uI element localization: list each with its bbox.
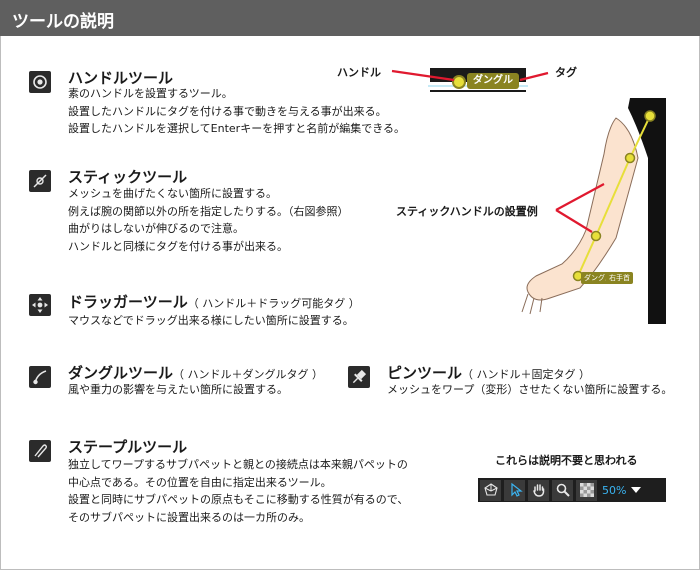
staple-desc-line: 設置と同時にサブパペットの原点もそこに移動する性質が有るので、 [68,493,409,506]
dragger-tool-description: マウスなどでドラッグ出来る様にしたい箇所に設置する。 [68,312,354,330]
handle-callout-label: ハンドル [337,66,381,79]
3d-rotate-icon [483,483,498,496]
dragger-move-icon [29,294,51,316]
zoom-button[interactable] [552,479,573,501]
zoom-icon [556,483,570,497]
pin-tool-description: メッシュをワープ（変形）させたくない箇所に設置する。 [387,381,672,399]
dangle-tool-note: （ ハンドル＋ダングルタグ ） [173,368,324,381]
stick-tool-description: メッシュを曲げたくない箇所に設置する。 例えば腕の関節以外の所を指定したりする。… [68,185,349,255]
stick-desc-line: 例えば腕の関節以外の所を指定したりする。（右図参照） [68,204,349,218]
handle-desc-line: 設置したハンドルを選択してEnterキーを押すと名前が編集できる。 [68,122,405,135]
handle-tool-title: ハンドルツール [68,69,174,87]
toolbar-caption: これらは説明不要と思われる [495,454,638,467]
handle-circle-icon [29,71,51,93]
arm-tag-chip-2: 右手首 [606,272,633,284]
staple-tool-icon [29,440,51,462]
staple-tool-description: 独立してワープするサブパペットと親との接続点は本来親パペットの 中心点である。そ… [68,456,408,526]
staple-desc-line: 独立してワープするサブパペットと親との接続点は本来親パペットの [68,458,408,471]
hand-button[interactable] [528,479,549,501]
pin-tool-title: ピンツール（ ハンドル＋固定タグ ） [387,362,590,383]
pointer-arrow-icon [510,482,523,497]
stick-tool-icon [29,170,51,192]
arm-stick-illustration [520,98,666,324]
dangle-tool-description: 風や重力の影響を与えたい箇所に設置する。 [68,381,288,399]
hand-icon [532,484,544,497]
staple-desc-line: そのサブパペットに設置出来るのは一カ所のみ。 [68,510,310,524]
3d-rotate-button[interactable] [480,479,501,501]
zoom-level[interactable]: 50% [602,483,627,497]
stick-desc-line: ハンドルと同様にタグを付ける事が出来る。 [68,239,288,253]
callout-lines-top [391,69,549,82]
stick-tool-title: スティックツール [68,168,188,186]
handle-tool-description: 素のハンドルを設置するツール。 設置したハンドルにタグを付ける事で動きを与える事… [68,85,405,138]
tag-callout-label: タグ [555,66,577,79]
dangle-tool-name: ダングルツール [68,364,174,382]
handle-desc-line: 設置したハンドルにタグを付ける事で動きを与える事が出来る。 [68,104,387,118]
dangle-curve-icon [29,366,51,388]
stick-desc-line: メッシュを曲げたくない箇所に設置する。 [68,187,277,200]
pin-icon [348,366,370,388]
pin-desc-line: メッシュをワープ（変形）させたくない箇所に設置する。 [387,383,673,396]
page-header: ツールの説明 [0,0,700,36]
dragger-tool-name: ドラッガーツール [68,293,188,311]
checker-icon [579,483,594,497]
dangle-desc-line: 風や重力の影響を与えたい箇所に設置する。 [68,383,288,396]
pointer-button[interactable] [504,479,525,501]
dangle-tag-chip: ダングル [467,73,519,89]
callout-lines-arm [555,183,605,233]
stick-desc-line: 曲がりはしないが伸びるので注意。 [68,222,244,235]
handle-desc-line: 素のハンドルを設置するツール。 [68,87,233,100]
pin-tool-name: ピンツール [387,364,463,382]
page-title: ツールの説明 [12,12,114,32]
dangle-tool-title: ダングルツール（ ハンドル＋ダングルタグ ） [68,362,323,383]
staple-desc-line: 中心点である。その位置を自由に指定出来るツール。 [68,475,332,489]
dragger-tool-note: （ ハンドル＋ドラッグ可能タグ ） [187,297,360,310]
staple-tool-title: ステープルツール [68,438,188,456]
checker-button[interactable] [576,479,597,501]
stick-example-label: スティックハンドルの設置例 [396,205,538,218]
handle-dot [452,75,466,89]
zoom-dropdown-arrow-icon[interactable] [631,487,642,493]
pin-tool-note: （ ハンドル＋固定タグ ） [462,368,591,381]
dragger-tool-title: ドラッガーツール（ ハンドル＋ドラッグ可能タグ ） [68,291,360,312]
tool-toolbar: 50% [478,478,666,502]
dragger-desc-line: マウスなどでドラッグ出来る様にしたい箇所に設置する。 [68,314,354,327]
